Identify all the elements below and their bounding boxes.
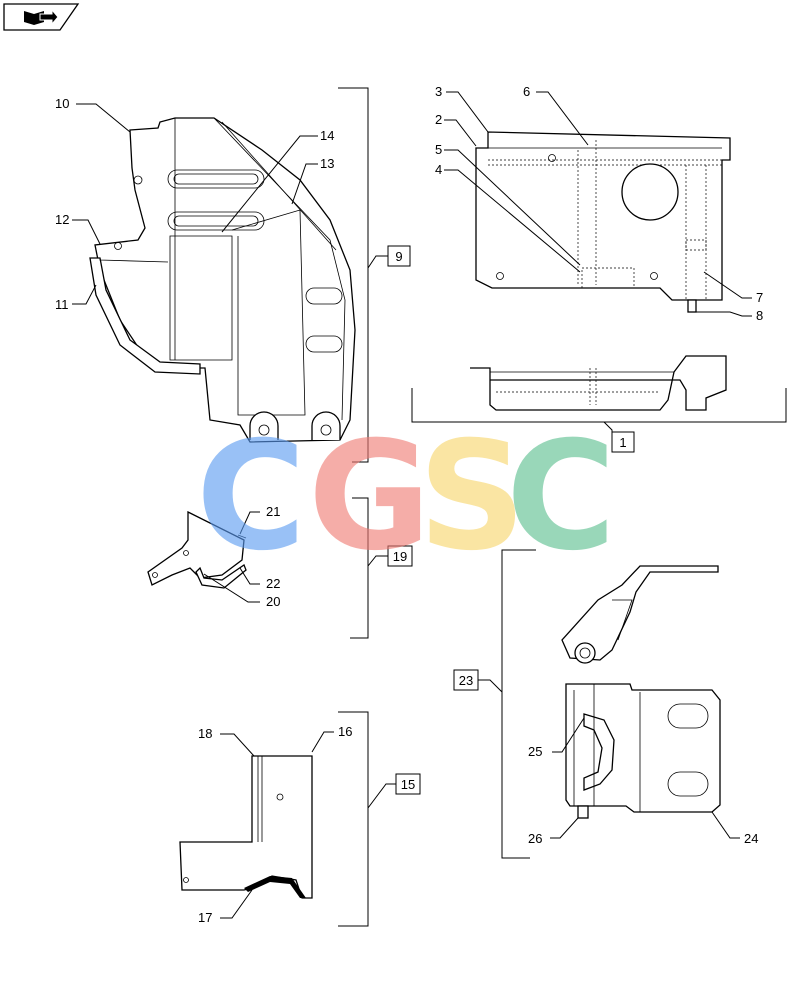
- hinge-plate-part: [565, 683, 721, 819]
- callout-14: 14: [320, 128, 334, 143]
- callout-21: 21: [266, 504, 280, 519]
- callout-25: 25: [528, 744, 542, 759]
- watermark-letter-s: S: [418, 410, 526, 584]
- callout-20: 20: [266, 594, 280, 609]
- callout-box-1: 1: [611, 431, 635, 453]
- callout-22: 22: [266, 576, 280, 591]
- leader-lines: [72, 91, 752, 919]
- callout-5: 5: [435, 142, 442, 157]
- panel-part: [179, 755, 313, 899]
- callout-24: 24: [744, 831, 758, 846]
- svg-text:9: 9: [395, 249, 402, 264]
- svg-text:23: 23: [459, 673, 473, 688]
- cgsc-watermark: C G S C: [196, 410, 616, 584]
- callout-box-19: 19: [387, 545, 413, 567]
- bracket-part: [147, 510, 247, 589]
- watermark-letter-c1: C: [196, 410, 306, 584]
- callout-6: 6: [523, 84, 530, 99]
- watermark-letter-g: G: [308, 410, 431, 584]
- callout-18: 18: [198, 726, 212, 741]
- callout-16: 16: [338, 724, 352, 739]
- callout-4: 4: [435, 162, 442, 177]
- svg-text:19: 19: [393, 549, 407, 564]
- floor-plate-side-view: [470, 355, 727, 411]
- callout-box-15: 15: [395, 773, 421, 795]
- callout-2: 2: [435, 112, 442, 127]
- callout-7: 7: [756, 290, 763, 305]
- callout-13: 13: [320, 156, 334, 171]
- callout-10: 10: [55, 96, 69, 111]
- callout-12: 12: [55, 212, 69, 227]
- callout-11: 11: [55, 297, 69, 312]
- callout-17: 17: [198, 910, 212, 925]
- watermark-letter-c2: C: [506, 410, 616, 584]
- callout-3: 3: [435, 84, 442, 99]
- svg-text:1: 1: [619, 435, 626, 450]
- callout-box-9: 9: [387, 245, 411, 267]
- callout-26: 26: [528, 831, 542, 846]
- hinge-arm-part: [561, 565, 719, 664]
- group-brackets: [338, 87, 787, 927]
- svg-text:15: 15: [401, 777, 415, 792]
- book-arrow-icon[interactable]: [3, 3, 80, 31]
- callout-8: 8: [756, 308, 763, 323]
- side-shield-part: [89, 117, 356, 443]
- floor-plate-part: [475, 131, 731, 313]
- callout-box-23: 23: [453, 669, 479, 691]
